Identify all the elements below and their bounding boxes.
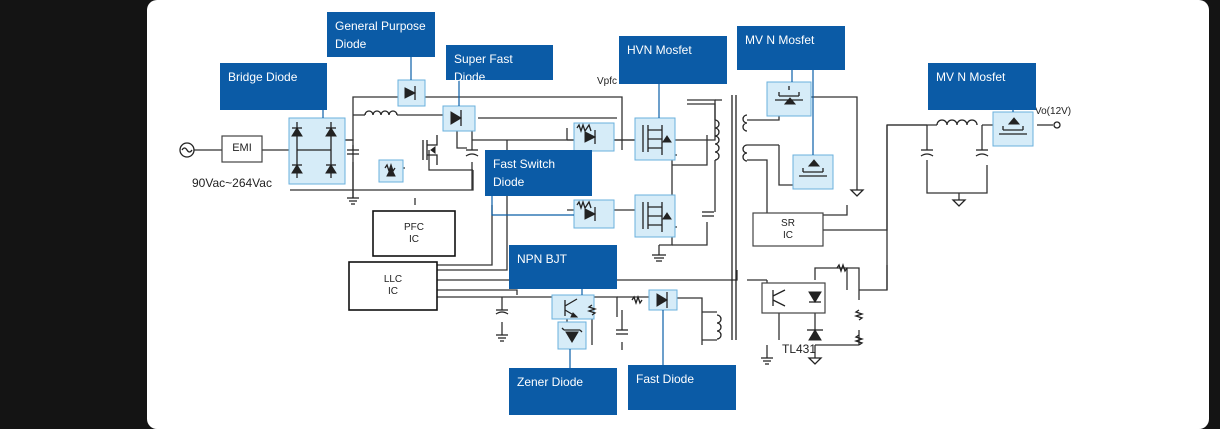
resistor-icon xyxy=(586,304,598,316)
ground-icon xyxy=(761,357,773,365)
fast-diode-icon xyxy=(656,293,668,307)
diagram-card: EMI PFC IC LLC IC SR IC 90Vac~264Vac Vpf… xyxy=(147,0,1209,429)
ground-icon xyxy=(652,254,666,262)
zener-diode-icon xyxy=(561,327,583,343)
opto-transistor-icon xyxy=(772,289,786,307)
output-capacitor-icon xyxy=(920,149,934,157)
output-terminal-icon xyxy=(1053,121,1061,129)
fast-switch-diode-icon xyxy=(584,208,597,220)
resistor-icon xyxy=(853,309,865,321)
super-fast-diode-icon xyxy=(450,111,462,125)
llc-ic-label: LLC IC xyxy=(383,274,403,297)
ground-icon xyxy=(496,334,508,342)
ground-icon xyxy=(347,197,359,205)
mv-n-mosfet-icon xyxy=(799,159,827,177)
output-voltage-label: Vo(12V) xyxy=(1035,106,1072,117)
hvn-mosfet-icon xyxy=(642,125,672,155)
pfc-ic-label: PFC IC xyxy=(404,222,424,245)
bridge-diodes-icon xyxy=(291,122,337,178)
npn-bjt-callout: NPN BJT xyxy=(509,245,617,289)
circuit-devices xyxy=(179,86,1061,365)
mv-n-mosfet-icon xyxy=(775,86,803,105)
pfc-diode-icon xyxy=(386,166,396,177)
npn-bjt-icon xyxy=(564,298,579,318)
general-purpose-diode-callout: General Purpose Diode xyxy=(327,12,435,57)
transformer-secondary-icon xyxy=(742,114,748,162)
emi-filter-box xyxy=(221,135,263,163)
fast-diode-callout: Fast Diode xyxy=(628,365,736,410)
zener-diode-highlight xyxy=(557,321,587,350)
llc-ic-box xyxy=(348,261,438,311)
resistor-icon xyxy=(853,334,865,346)
super-fast-diode-callout: Super Fast Diode xyxy=(446,45,553,84)
input-capacitor-icon xyxy=(347,149,359,155)
ground-icon xyxy=(849,189,865,197)
resonant-inductor-icon xyxy=(714,119,720,161)
transformer-core-icon xyxy=(731,95,737,340)
capacitor-icon xyxy=(616,329,628,335)
ac-wave-icon xyxy=(181,147,193,153)
fast-switch-diode-callout: Fast Switch Diode xyxy=(485,150,592,196)
general-purpose-diode-icon xyxy=(404,87,417,99)
emi-label: EMI xyxy=(232,142,252,154)
resonant-capacitor-icon xyxy=(702,211,714,217)
power-supply-schematic xyxy=(179,57,1061,368)
leader-lines xyxy=(322,57,1014,368)
resistor-icon xyxy=(836,262,848,274)
tl431-label: TL431 xyxy=(782,342,817,356)
mv-n-mosfet-icon xyxy=(999,117,1027,135)
pfc-inductor-icon xyxy=(364,110,398,116)
resistor-icon xyxy=(576,122,592,134)
hvn-mosfet-callout: HVN Mosfet xyxy=(619,36,727,84)
capacitor-icon xyxy=(495,309,509,315)
sr-ic-label: SR IC xyxy=(781,218,795,241)
resistor-icon xyxy=(576,199,592,211)
resistor-icon xyxy=(384,162,396,174)
pfc-mosfet-icon xyxy=(422,135,438,165)
fast-switch-diode-icon xyxy=(584,131,597,143)
pfc-ic-box xyxy=(372,210,456,257)
npn-bjt-highlight xyxy=(551,294,595,320)
bulk-capacitor-icon xyxy=(465,149,479,157)
vpfc-label: Vpfc xyxy=(597,76,618,87)
bridge-diode-callout: Bridge Diode xyxy=(220,63,327,110)
mv-n-mosfet-right-callout: MV N Mosfet xyxy=(928,63,1036,110)
ac-source-icon xyxy=(179,142,195,158)
mv-n-mosfet-highlight-output xyxy=(992,111,1034,147)
tl431-icon xyxy=(807,329,823,341)
resistor-icon xyxy=(631,294,643,306)
ground-icon xyxy=(807,357,823,365)
zener-diode-callout: Zener Diode xyxy=(509,368,617,415)
input-voltage-range: 90Vac~264Vac xyxy=(192,176,272,190)
opto-led-icon xyxy=(808,291,822,303)
output-capacitor-icon xyxy=(975,149,989,157)
ground-icon xyxy=(951,199,967,207)
sr-ic-box xyxy=(752,212,824,247)
output-inductor-icon xyxy=(936,119,978,126)
hvn-mosfet-icon xyxy=(642,202,672,232)
aux-winding-icon xyxy=(716,314,722,340)
mv-n-mosfet-top-callout: MV N Mosfet xyxy=(737,26,845,70)
